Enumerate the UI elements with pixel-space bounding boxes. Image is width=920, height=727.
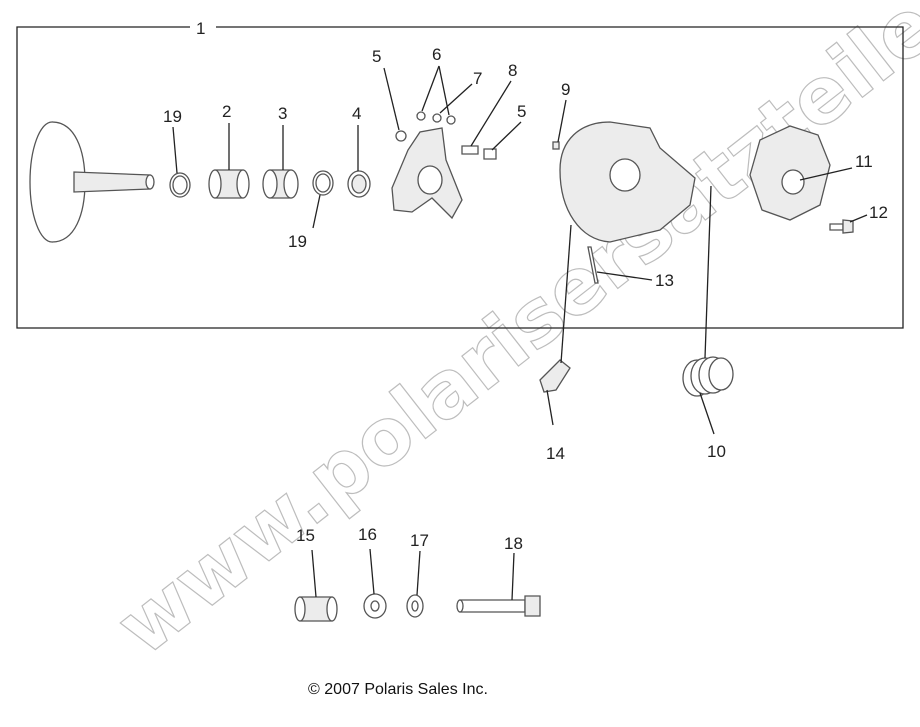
- watermark: www.polarisersatzteile.de: [100, 0, 920, 674]
- callout-14: 14: [546, 444, 565, 463]
- watermark-text: www.polarisersatzteile.de: [101, 0, 920, 673]
- sleeve-15: [294, 596, 338, 622]
- copyright-notice: © 2007 Polaris Sales Inc.: [0, 681, 920, 699]
- weight-14: [539, 359, 571, 393]
- pin-13: [587, 246, 599, 284]
- callout-16: 16: [358, 525, 377, 544]
- callout-19a: 19: [163, 107, 182, 126]
- callout-6: 6: [432, 45, 441, 64]
- callout-4: 4: [352, 104, 361, 123]
- bushing-2: [208, 169, 250, 199]
- callout-17: 17: [410, 531, 429, 550]
- callout-7: 7: [473, 69, 482, 88]
- callout-18: 18: [504, 534, 523, 553]
- assembly-frame: [16, 26, 904, 329]
- callout-5a: 5: [372, 47, 381, 66]
- callout-8: 8: [508, 61, 517, 80]
- buttons: [395, 111, 560, 160]
- washer-17: [406, 594, 424, 618]
- callout-13: 13: [655, 271, 674, 290]
- leader-lines: [172, 65, 868, 601]
- bolt-18: [456, 595, 541, 617]
- callout-15: 15: [296, 526, 315, 545]
- callout-2: 2: [222, 102, 231, 121]
- callout-10: 10: [707, 442, 726, 461]
- cap-11: [749, 125, 831, 221]
- callout-11: 11: [855, 152, 873, 171]
- callout-5b: 5: [517, 102, 526, 121]
- ring-19b: [312, 170, 334, 196]
- callout-19b: 19: [288, 232, 307, 251]
- spring-10: [682, 356, 734, 397]
- washer-16: [363, 593, 387, 619]
- callouts: 1 19 2 3 4 19 5 6 7 8 5 9 11 12 13 14 10…: [163, 19, 888, 553]
- seal-4: [347, 170, 371, 198]
- bushing-3: [262, 169, 299, 199]
- moveable-sheave: [29, 121, 155, 243]
- callout-9: 9: [561, 80, 570, 99]
- cover: [559, 121, 696, 243]
- callout-3: 3: [278, 104, 287, 123]
- callout-12: 12: [869, 203, 888, 222]
- bolt-12: [829, 219, 854, 234]
- ring-19a: [169, 172, 191, 198]
- copyright-text: © 2007 Polaris Sales Inc.: [308, 681, 488, 698]
- callout-1: 1: [196, 19, 205, 38]
- spider: [391, 127, 463, 220]
